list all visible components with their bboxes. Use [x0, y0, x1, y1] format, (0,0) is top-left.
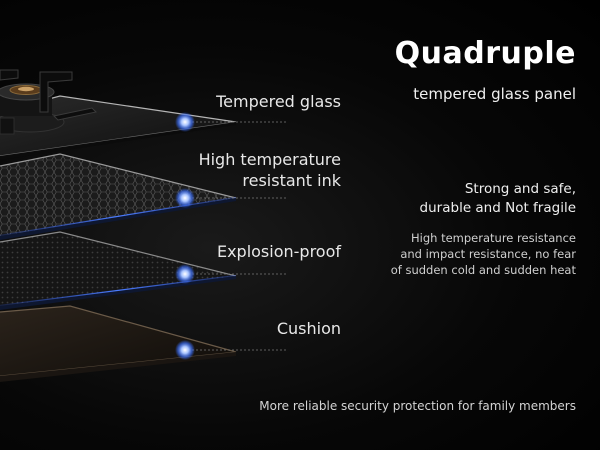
layer-marker-dot	[175, 264, 195, 284]
cushion-layer	[0, 305, 237, 382]
feature-description: High temperature resistance and impact r…	[390, 231, 576, 277]
connector-lines	[188, 121, 288, 351]
layer-marker-dot	[175, 112, 195, 132]
layer-label-explosion-proof: Explosion-proof	[216, 242, 341, 261]
layer-label-cushion: Cushion	[276, 319, 341, 338]
headline-subtitle: tempered glass panel	[413, 85, 576, 103]
layer-marker-dot	[175, 188, 195, 208]
feature-heading: Strong and safe, durable and Not fragile	[419, 181, 576, 216]
footer-tagline: More reliable security protection for fa…	[259, 399, 576, 413]
tempered-glass-layer	[0, 95, 237, 160]
layer-label-resistant-ink: High temperature resistant ink	[198, 150, 341, 190]
explosion-proof-layer	[0, 231, 237, 310]
layer-label-tempered-glass: Tempered glass	[216, 92, 341, 111]
headline-title: Quadruple	[394, 36, 576, 71]
layer-marker-dot	[175, 340, 195, 360]
resistant-ink-layer	[0, 153, 237, 240]
burner-illustration	[0, 69, 98, 135]
